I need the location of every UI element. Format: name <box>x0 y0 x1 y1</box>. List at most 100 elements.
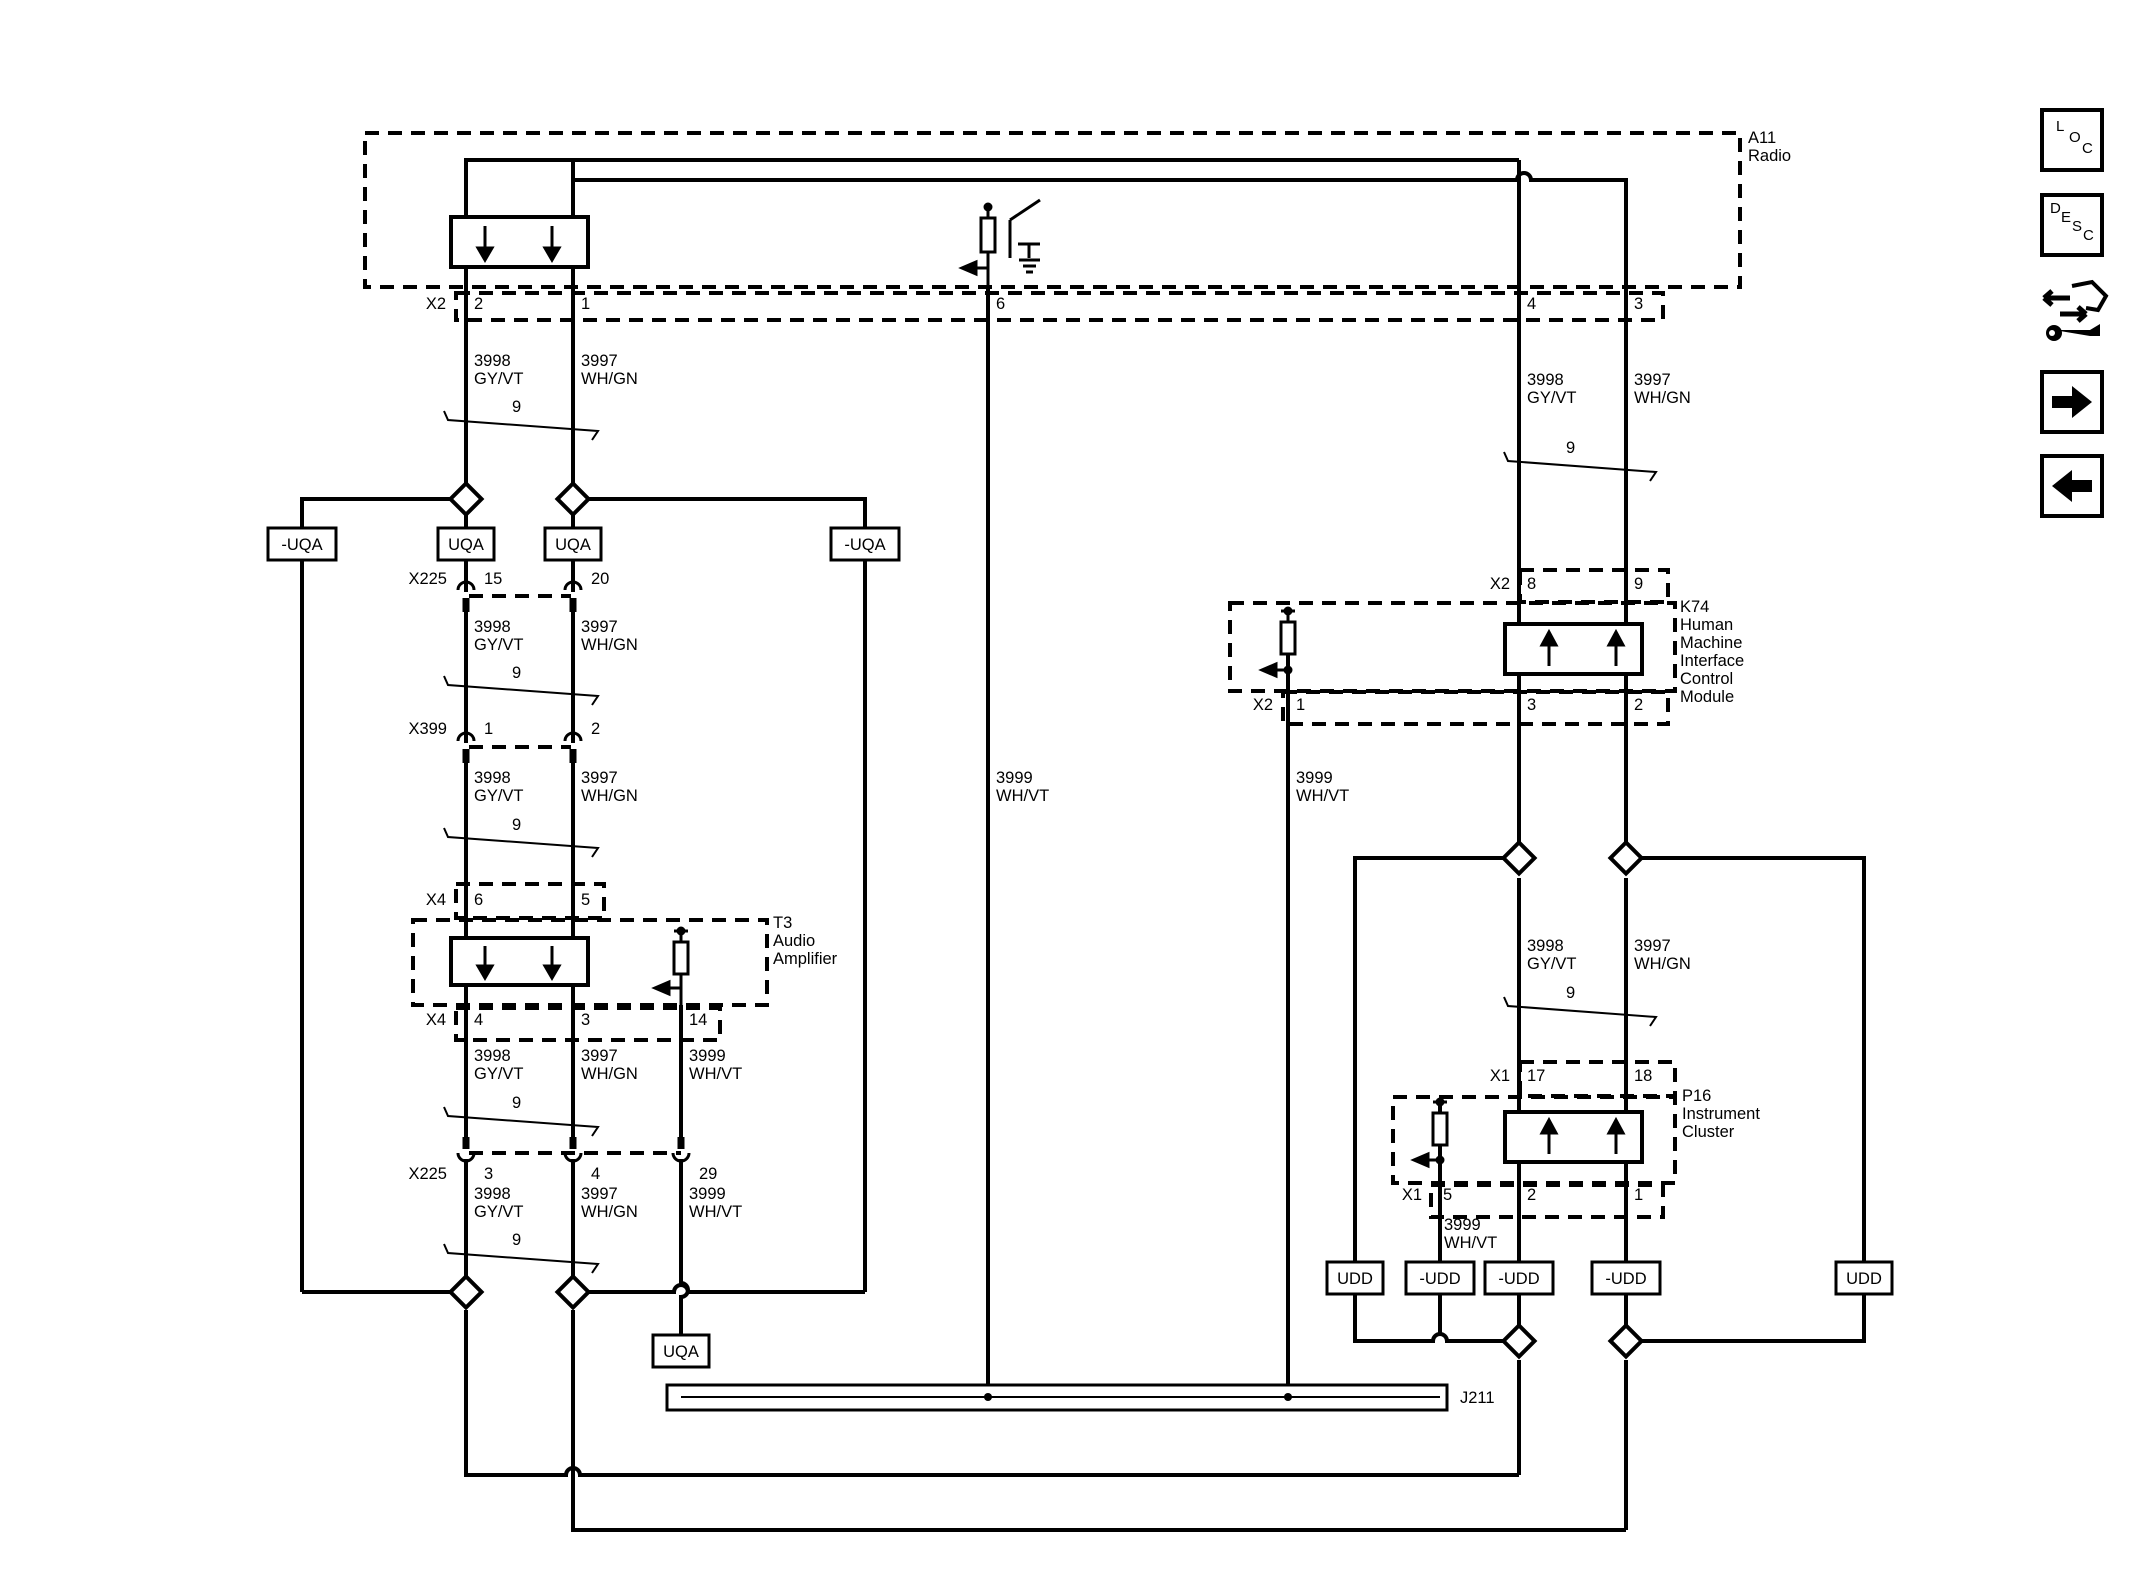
amp-ref: T3 <box>773 914 792 932</box>
svg-text:1: 1 <box>1296 696 1305 714</box>
svg-text:9: 9 <box>512 664 521 682</box>
svg-text:3997: 3997 <box>581 1185 618 1203</box>
svg-text:3998: 3998 <box>1527 371 1564 389</box>
svg-text:3998: 3998 <box>474 352 511 370</box>
svg-text:3997: 3997 <box>1634 937 1671 955</box>
splice-diamond <box>554 480 592 518</box>
amp-x4-bottom-outline <box>454 1006 722 1042</box>
svg-text:WH/GN: WH/GN <box>581 1065 638 1083</box>
arrow-right-icon <box>2052 386 2092 418</box>
loc-letter-o: O <box>2069 129 2081 146</box>
connector-label: J211 <box>1460 1389 1495 1407</box>
connector-label: X225 <box>408 1165 447 1183</box>
hmi-x2-bottom-outline <box>1281 690 1670 726</box>
svg-text:9: 9 <box>1566 984 1575 1002</box>
option-tag-not-udd: -UDD <box>1498 1270 1539 1288</box>
svg-text:6: 6 <box>474 891 483 909</box>
svg-text:3: 3 <box>484 1165 493 1183</box>
svg-text:2: 2 <box>1527 1186 1536 1204</box>
svg-text:2: 2 <box>474 295 483 313</box>
wire-3997-top <box>571 171 1628 300</box>
hmi-x2-top-outline <box>1518 568 1670 604</box>
svg-text:2: 2 <box>591 720 600 738</box>
svg-text:3999: 3999 <box>996 769 1033 787</box>
svg-text:WH/GN: WH/GN <box>581 636 638 654</box>
svg-text:WH/VT: WH/VT <box>1296 787 1349 805</box>
svg-text:15: 15 <box>484 570 502 588</box>
svg-text:3: 3 <box>1527 696 1536 714</box>
amp-pullup-resistor <box>651 926 690 1005</box>
connector-repair-icon[interactable] <box>2040 278 2110 348</box>
desc-letter-c: C <box>2083 227 2094 244</box>
splice-diamond <box>554 1273 592 1311</box>
hmi-transceiver-box <box>1503 622 1644 676</box>
previous-page-button[interactable] <box>2040 454 2104 518</box>
radio-module-outline <box>363 131 1742 289</box>
splice-diamond <box>1607 1322 1645 1360</box>
desc-letter-s: S <box>2072 218 2083 235</box>
amp-x4-top-outline <box>454 882 606 920</box>
svg-text:1: 1 <box>1634 1186 1643 1204</box>
svg-text:GY/VT: GY/VT <box>474 636 524 654</box>
bottom-return-3997 <box>571 1310 1626 1532</box>
svg-text:WH/VT: WH/VT <box>996 787 1049 805</box>
loc-letter-l: L <box>2056 118 2065 135</box>
radio-pullup-resistor <box>958 198 1041 287</box>
option-tag-udd: UDD <box>1337 1270 1373 1288</box>
svg-text:20: 20 <box>591 570 609 588</box>
svg-text:5: 5 <box>1443 1186 1452 1204</box>
description-view-button[interactable]: D E S C <box>2040 193 2104 257</box>
option-tag-uqa: UQA <box>555 536 591 554</box>
svg-text:9: 9 <box>512 1231 521 1249</box>
radio-transceiver-box <box>449 215 590 269</box>
svg-text:9: 9 <box>512 1094 521 1112</box>
location-view-button[interactable]: L O C <box>2040 108 2104 172</box>
svg-text:GY/VT: GY/VT <box>474 1203 524 1221</box>
svg-text:2: 2 <box>1634 696 1643 714</box>
svg-text:3999: 3999 <box>689 1185 726 1203</box>
svg-text:18: 18 <box>1634 1067 1652 1085</box>
svg-text:WH/GN: WH/GN <box>1634 955 1691 973</box>
connector-label: X2 <box>1253 696 1273 714</box>
svg-text:GY/VT: GY/VT <box>1527 389 1577 407</box>
svg-text:9: 9 <box>512 398 521 416</box>
svg-text:3998: 3998 <box>474 1185 511 1203</box>
svg-text:WH/VT: WH/VT <box>1444 1234 1497 1252</box>
desc-letter-e: E <box>2061 209 2072 226</box>
svg-text:GY/VT: GY/VT <box>474 1065 524 1083</box>
svg-text:3998: 3998 <box>474 769 511 787</box>
svg-text:GY/VT: GY/VT <box>1527 955 1577 973</box>
svg-text:14: 14 <box>689 1011 707 1029</box>
svg-text:4: 4 <box>1527 295 1536 313</box>
option-tag-uqa: UQA <box>448 536 484 554</box>
svg-text:1: 1 <box>581 295 590 313</box>
splice-diamond <box>1607 839 1645 877</box>
svg-text:3998: 3998 <box>1527 937 1564 955</box>
loc-letter-c: C <box>2082 140 2093 157</box>
connector-label: X225 <box>408 570 447 588</box>
svg-text:29: 29 <box>699 1165 717 1183</box>
hmi-name-5: Module <box>1680 688 1734 706</box>
svg-text:3998: 3998 <box>474 1047 511 1065</box>
radio-x2-connector-outline <box>454 291 1665 322</box>
hmi-ref: K74 <box>1680 598 1709 616</box>
hmi-name-3: Interface <box>1680 652 1744 670</box>
option-tag-uqa: UQA <box>663 1343 699 1361</box>
hmi-name-4: Control <box>1680 670 1733 688</box>
svg-text:3: 3 <box>581 1011 590 1029</box>
svg-text:3997: 3997 <box>581 1047 618 1065</box>
svg-text:4: 4 <box>474 1011 483 1029</box>
hmi-module-outline <box>1228 601 1677 693</box>
splice-diamond <box>1500 1322 1538 1360</box>
svg-text:3: 3 <box>1634 295 1643 313</box>
svg-text:8: 8 <box>1527 575 1536 593</box>
inline-terminal-cups <box>456 580 691 1163</box>
splice-diamond <box>447 1273 485 1311</box>
svg-text:GY/VT: GY/VT <box>474 787 524 805</box>
svg-text:WH/GN: WH/GN <box>581 787 638 805</box>
svg-text:3999: 3999 <box>1296 769 1333 787</box>
next-page-button[interactable] <box>2040 370 2104 434</box>
svg-text:3997: 3997 <box>581 618 618 636</box>
arrow-left-icon <box>2052 470 2092 502</box>
